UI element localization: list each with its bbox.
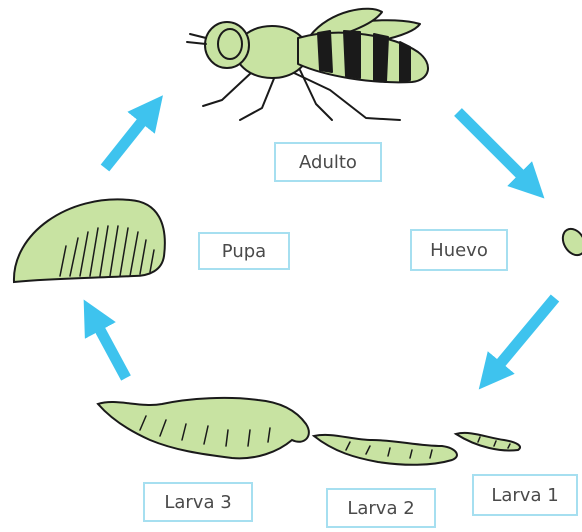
fly-stripe [400, 42, 410, 82]
larva3-body [98, 398, 309, 458]
label-egg: Huevo [410, 229, 508, 271]
adult-fly-illustration [187, 9, 428, 120]
fly-stripe [318, 31, 332, 72]
fly-antenna [187, 34, 206, 44]
arrow-adult-to-egg [458, 112, 532, 186]
label-larva1: Larva 1 [472, 474, 578, 516]
label-larva3: Larva 3 [143, 482, 253, 522]
label-pupa: Pupa [198, 232, 290, 270]
larva2-illustration [314, 435, 457, 465]
label-larva2: Larva 2 [326, 488, 436, 528]
arrow-pupa-to-adult [105, 109, 152, 168]
fly-leg [240, 76, 275, 120]
larva2-body [314, 435, 457, 465]
label-adult: Adulto [274, 142, 382, 182]
arrow-larva3-to-pupa [92, 315, 126, 378]
larva3-illustration [98, 398, 309, 458]
larva1-illustration [456, 433, 520, 451]
fly-stripe [344, 31, 360, 78]
fly-stripe [374, 34, 388, 82]
arrow-egg-to-larva1 [490, 298, 555, 376]
pupa-illustration [14, 199, 165, 282]
pupa-body [14, 199, 165, 282]
fly-eye [218, 29, 242, 59]
larva1-body [456, 433, 520, 451]
fly-leg [203, 72, 252, 106]
egg-illustration [558, 225, 582, 259]
